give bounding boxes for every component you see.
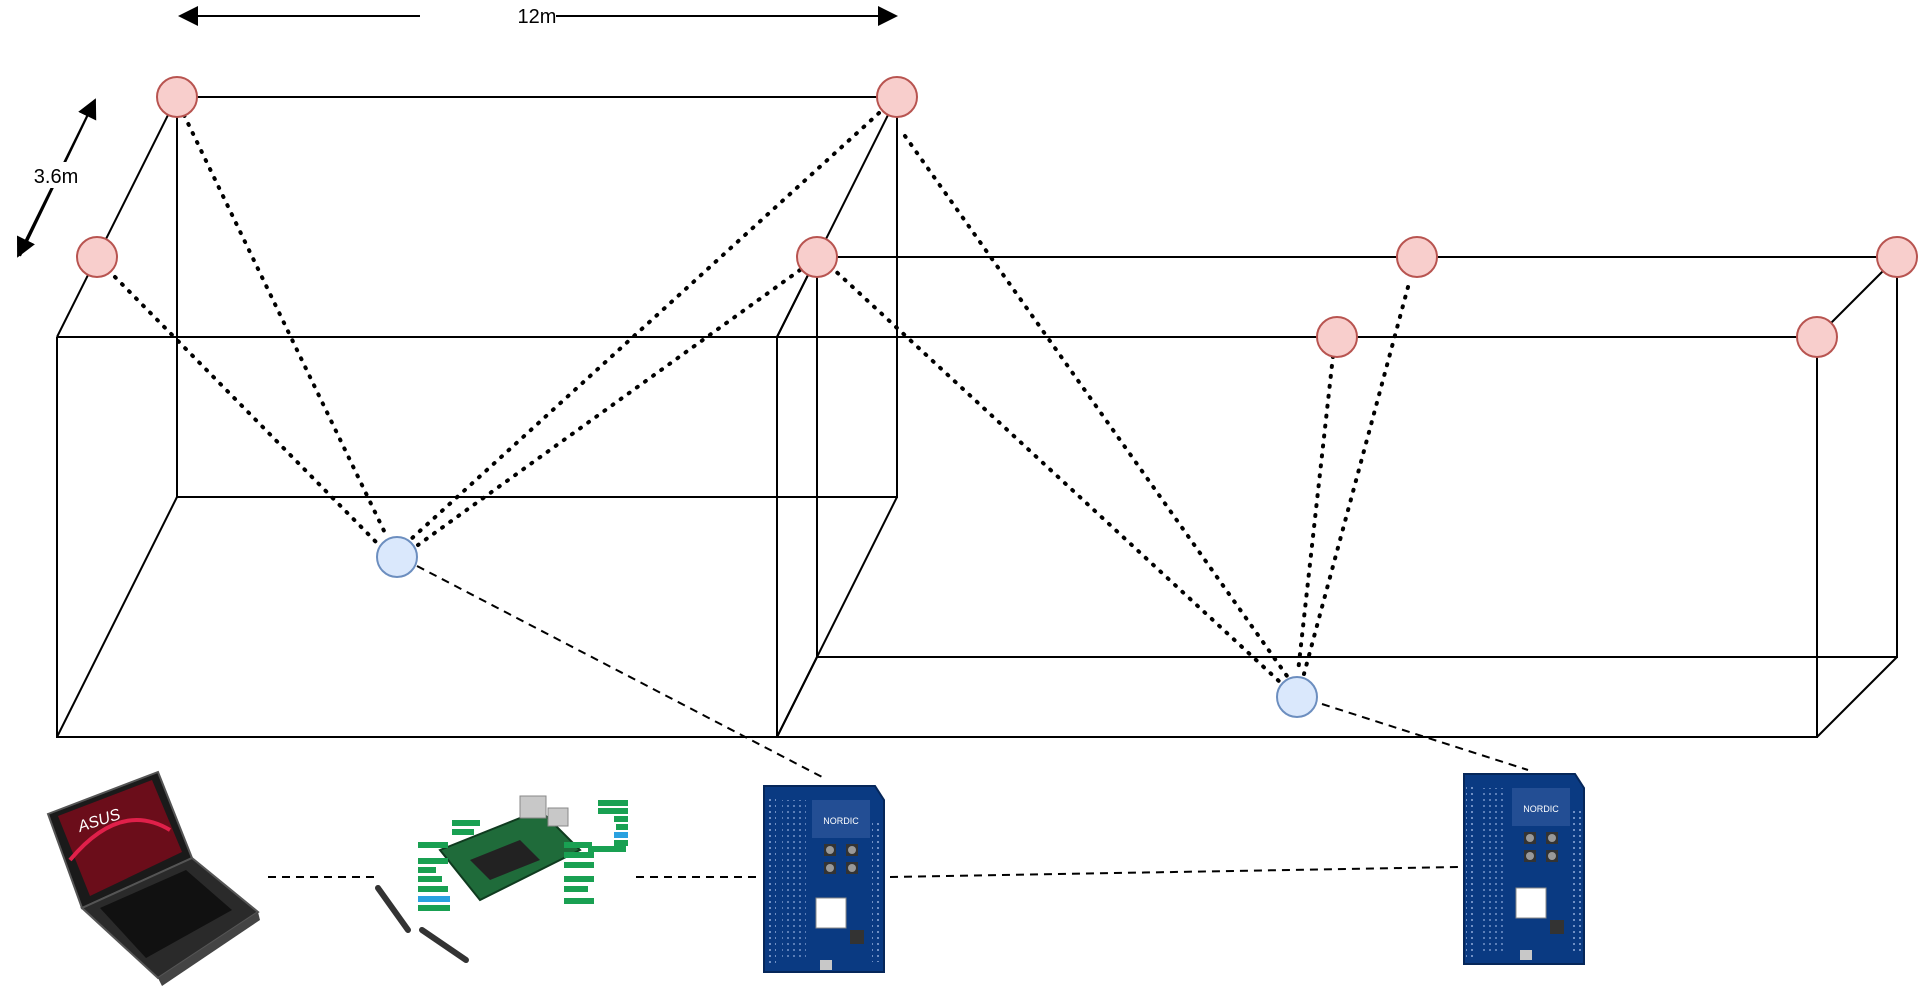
room-1-front-face (56, 336, 778, 738)
board-module (815, 897, 847, 929)
anchor-node[interactable] (156, 76, 198, 118)
board-button (850, 930, 864, 944)
nrf-dev-board-icon: NORDIC (763, 785, 885, 973)
anchor-node[interactable] (1316, 316, 1358, 358)
anchors (76, 76, 1918, 358)
laptop-base-edge (158, 912, 260, 986)
width-label: 12m (518, 6, 557, 28)
pin-header (766, 796, 776, 966)
board-module (1515, 887, 1547, 919)
single-board-computer-icon (375, 795, 628, 963)
tag-1-to-board-1-link (416, 565, 825, 779)
depth-label-bg (26, 162, 84, 188)
board-brand: NORDIC (823, 816, 859, 826)
room-1-back-face (176, 96, 898, 498)
usb-port (820, 960, 832, 970)
laptop-keyboard (100, 870, 232, 958)
usb-port (519, 795, 547, 819)
laptop-icon: ASUS (46, 770, 260, 986)
pin-header (872, 822, 882, 962)
ranging-link (828, 264, 1283, 685)
board-brand: NORDIC (1523, 804, 1559, 814)
tag-node[interactable] (376, 536, 418, 578)
anchor-node[interactable] (1876, 236, 1918, 278)
board-buttons (1524, 832, 1558, 862)
laptop-screen (58, 780, 182, 896)
board-chip (470, 840, 540, 880)
tag-node[interactable] (1276, 676, 1318, 718)
width-dimension: 12m (178, 6, 898, 28)
nrf-dev-board-icon: NORDIC (1463, 773, 1585, 965)
room-2-edge (776, 656, 818, 738)
usb-port (547, 807, 569, 827)
pin-header (782, 800, 806, 960)
ranging-link (408, 111, 881, 542)
room-1-edge (56, 96, 178, 338)
board-logo-area (812, 800, 870, 838)
ranging-links (113, 111, 1410, 685)
room-1-edge (56, 496, 178, 738)
anchor-node[interactable] (796, 236, 838, 278)
board-callouts (418, 800, 628, 911)
tags (376, 536, 1318, 718)
board-1-to-board-2-link (889, 866, 1459, 878)
depth-dimension: 3.6m (16, 98, 97, 258)
anchor-node[interactable] (876, 76, 918, 118)
anchor-node[interactable] (1796, 316, 1838, 358)
ranging-link (113, 275, 379, 545)
antenna (419, 927, 469, 963)
anchor-node[interactable] (1396, 236, 1438, 278)
ranging-link (1302, 285, 1410, 676)
data-links (268, 565, 1529, 878)
depth-label: 3.6m (34, 166, 78, 188)
room-2-edge (1816, 656, 1898, 738)
room-2-front-face (777, 336, 1818, 738)
ranging-link (1296, 354, 1335, 674)
anchor-node[interactable] (76, 236, 118, 278)
ranging-link (182, 113, 388, 537)
usb-port (1520, 950, 1532, 960)
room-1-wireframe (56, 96, 898, 738)
laptop-screen-art (68, 818, 172, 862)
pin-header (1572, 810, 1582, 954)
board-button (1550, 920, 1564, 934)
antenna (375, 885, 411, 933)
board-logo-area (1512, 788, 1570, 826)
board-buttons (824, 844, 858, 874)
ranging-link (416, 268, 802, 547)
pin-header (1466, 784, 1476, 958)
room-2-back-face (816, 256, 1898, 658)
pin-header (1482, 788, 1506, 952)
ranging-link (903, 134, 1289, 678)
